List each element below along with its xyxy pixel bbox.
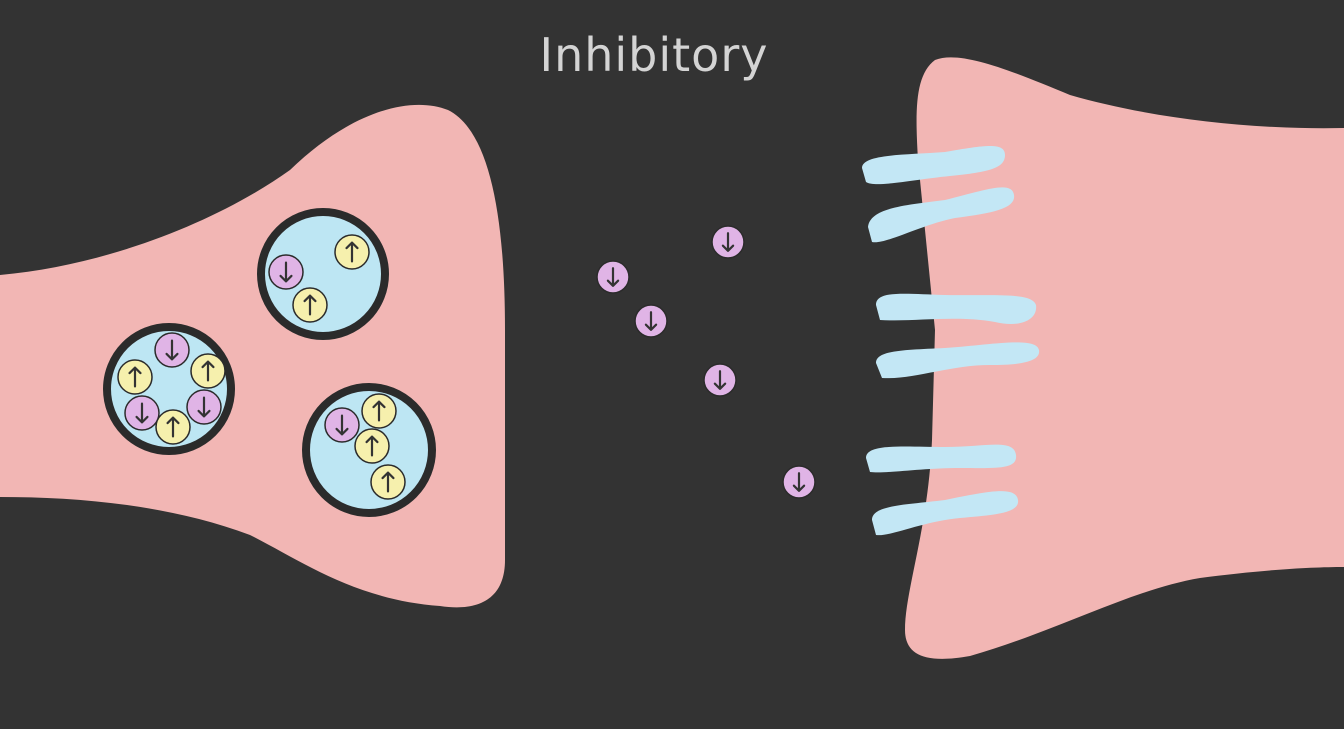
released-neurotransmitter bbox=[783, 466, 815, 498]
presynaptic-neuron bbox=[0, 105, 505, 607]
synaptic-vesicle bbox=[107, 327, 231, 451]
released-neurotransmitter bbox=[712, 226, 744, 258]
down-arrow-molecule-icon bbox=[597, 261, 629, 293]
down-arrow-molecule-icon bbox=[125, 396, 159, 430]
up-arrow-molecule-icon bbox=[371, 465, 405, 499]
up-arrow-molecule-icon bbox=[118, 360, 152, 394]
down-arrow-molecule-icon bbox=[635, 305, 667, 337]
released-neurotransmitter bbox=[635, 305, 667, 337]
released-neurotransmitter bbox=[704, 364, 736, 396]
down-arrow-molecule-icon bbox=[269, 255, 303, 289]
up-arrow-molecule-icon bbox=[355, 429, 389, 463]
down-arrow-molecule-icon bbox=[325, 408, 359, 442]
down-arrow-molecule-icon bbox=[704, 364, 736, 396]
down-arrow-molecule-icon bbox=[187, 390, 221, 424]
synaptic-vesicle bbox=[306, 387, 432, 513]
released-neurotransmitter bbox=[597, 261, 629, 293]
up-arrow-molecule-icon bbox=[156, 410, 190, 444]
synaptic-vesicle bbox=[261, 212, 385, 336]
down-arrow-molecule-icon bbox=[783, 466, 815, 498]
up-arrow-molecule-icon bbox=[293, 288, 327, 322]
up-arrow-molecule-icon bbox=[362, 394, 396, 428]
up-arrow-molecule-icon bbox=[191, 354, 225, 388]
down-arrow-molecule-icon bbox=[712, 226, 744, 258]
up-arrow-molecule-icon bbox=[335, 235, 369, 269]
down-arrow-molecule-icon bbox=[155, 333, 189, 367]
